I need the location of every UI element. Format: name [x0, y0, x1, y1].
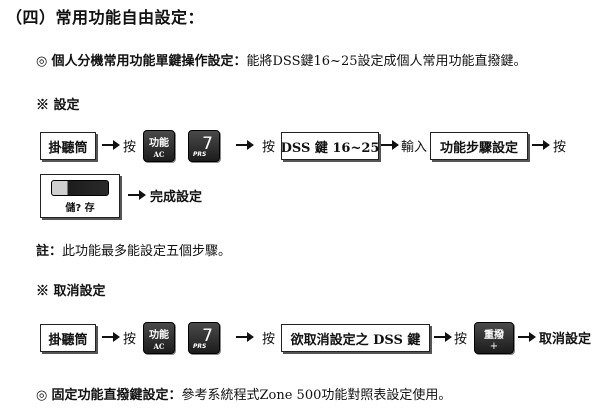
redial-key[interactable]: 重撥 +	[474, 322, 514, 354]
function-key[interactable]: 功能 AC	[143, 130, 175, 162]
function-key-sub: AC	[153, 342, 165, 351]
seven-key-number: 7	[202, 134, 213, 154]
section2-line: ◎ 固定功能直撥鍵設定：參考系統程式Zone 500功能對照表設定使用。	[36, 384, 451, 403]
arrow-icon	[434, 332, 452, 342]
redial-key-sub: +	[489, 341, 499, 352]
arrow-icon	[236, 332, 254, 342]
arrow-icon	[102, 140, 120, 150]
seven-key[interactable]: 7 PRS	[188, 322, 220, 354]
redial-key-label: 重撥	[484, 330, 504, 341]
function-steps-box: 功能步驟設定	[430, 132, 528, 160]
setup-title: 設定	[53, 98, 80, 113]
setup-header: ※ 設定	[36, 94, 80, 113]
note-line: 註：此功能最多能設定五個步驟。	[36, 240, 231, 259]
cancel-done-text: 取消設定	[539, 332, 592, 347]
arrow-icon	[102, 332, 120, 342]
complete-text: 完成設定	[150, 190, 203, 205]
arrow-icon	[532, 140, 550, 150]
note-text: 此功能最多能設定五個步驟。	[62, 244, 232, 259]
cancel-mark: ※	[36, 284, 50, 299]
seven-key-prs: PRS	[193, 343, 207, 350]
section1-bullet: ◎	[36, 54, 48, 69]
press-text: 按	[123, 332, 137, 347]
store-key-box[interactable]: 儲? 存	[40, 174, 120, 218]
seven-key-number: 7	[202, 326, 213, 346]
function-key-sub: AC	[153, 150, 165, 159]
input-text: 輸入	[401, 140, 428, 155]
press-text: 按	[553, 140, 567, 155]
press-text: 按	[262, 140, 276, 155]
function-key-label: 功能	[149, 330, 169, 341]
seven-key-prs: PRS	[193, 151, 207, 158]
note-label: 註：	[36, 244, 63, 259]
section2-label: 固定功能直撥鍵設定：	[51, 388, 182, 403]
arrow-icon	[236, 140, 254, 150]
cancel-title: 取消設定	[53, 284, 106, 299]
setup-mark: ※	[36, 98, 50, 113]
offhook-box: 掛聽筒	[40, 132, 96, 160]
section1-desc: 能將DSS鍵16~25設定成個人常用功能直撥鍵。	[246, 54, 527, 69]
offhook-box: 掛聽筒	[40, 324, 96, 352]
section2-desc: 參考系統程式Zone 500功能對照表設定使用。	[181, 388, 452, 403]
press-text: 按	[262, 332, 276, 347]
section1-label: 個人分機常用功能單鍵操作設定：	[51, 54, 247, 69]
function-key-label: 功能	[149, 138, 169, 149]
store-key-label: 儲? 存	[65, 203, 95, 214]
arrow-icon	[518, 332, 536, 342]
section1-line: ◎ 個人分機常用功能單鍵操作設定：能將DSS鍵16~25設定成個人常用功能直撥鍵…	[36, 50, 526, 69]
cancel-dss-box: 欲取消設定之 DSS 鍵	[281, 324, 430, 352]
press-text: 按	[123, 140, 137, 155]
dss-key-box: DSS 鍵 16~25	[281, 132, 379, 160]
arrow-icon	[128, 190, 146, 200]
cancel-header: ※ 取消設定	[36, 280, 106, 299]
function-key[interactable]: 功能 AC	[143, 322, 175, 354]
arrow-icon	[381, 140, 399, 150]
press-text: 按	[454, 332, 468, 347]
section2-bullet: ◎	[36, 388, 48, 403]
store-key-icon	[51, 180, 109, 196]
page-title: （四）常用功能自由設定：	[6, 8, 205, 27]
seven-key[interactable]: 7 PRS	[188, 130, 220, 162]
